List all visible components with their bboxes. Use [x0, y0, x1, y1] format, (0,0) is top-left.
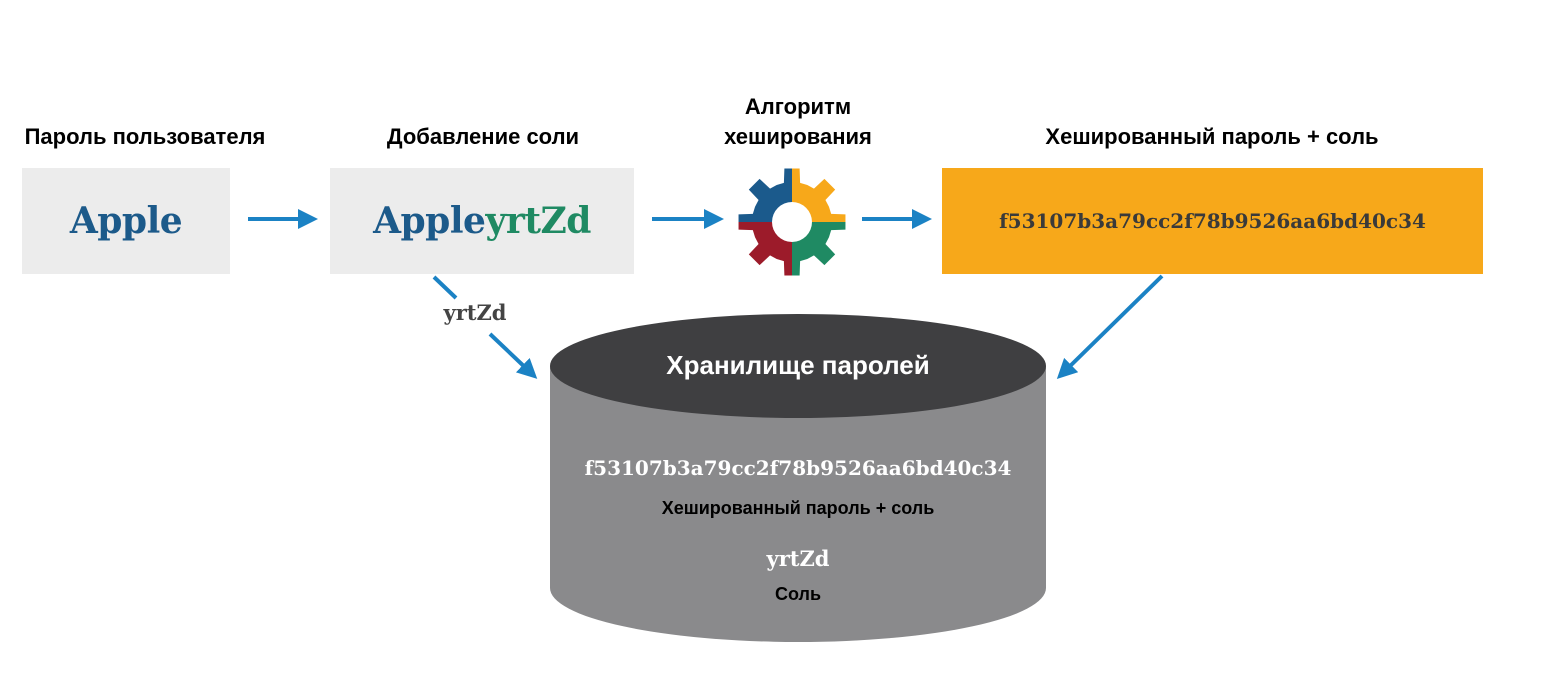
gear-icon	[738, 168, 846, 276]
storage-salt-value: yrtZd	[766, 546, 830, 571]
arrow-salt-to-storage-a	[432, 275, 458, 300]
hashed-result-box: f53107b3a79cc2f78b9526aa6bd40c34	[942, 168, 1483, 274]
hash-algorithm-label-line2: хеширования	[724, 124, 872, 149]
storage-cylinder-body	[550, 366, 1046, 642]
storage-hash-value: f53107b3a79cc2f78b9526aa6bd40c34	[584, 456, 1012, 480]
arrow-hash-to-storage	[1056, 274, 1164, 379]
arrow-salt-to-storage-b	[488, 332, 538, 379]
user-password-box: Apple	[22, 168, 230, 274]
storage-title: Хранилище паролей	[666, 350, 930, 380]
hash-algorithm-label-line1: Алгоритм	[744, 94, 852, 119]
salted-password-salt: yrtZd	[485, 200, 591, 242]
hashed-result-value: f53107b3a79cc2f78b9526aa6bd40c34	[999, 209, 1426, 233]
gear-hole	[772, 202, 812, 242]
add-salt-label: Добавление соли	[386, 124, 580, 149]
storage-cylinder-top	[550, 314, 1046, 418]
hashed-result-label: Хешированный пароль + соль	[1045, 124, 1379, 149]
storage-salt-caption: Соль	[774, 584, 822, 604]
hash-algorithm-label: Алгоритм хеширования	[690, 92, 906, 152]
salted-password-base: Apple	[373, 200, 486, 242]
storage-hash-caption: Хешированный пароль + соль	[661, 498, 935, 518]
user-password-label: Пароль пользователя	[24, 124, 266, 149]
salt-arrow-label: yrtZd	[443, 300, 507, 325]
user-password-value: Apple	[69, 200, 183, 242]
